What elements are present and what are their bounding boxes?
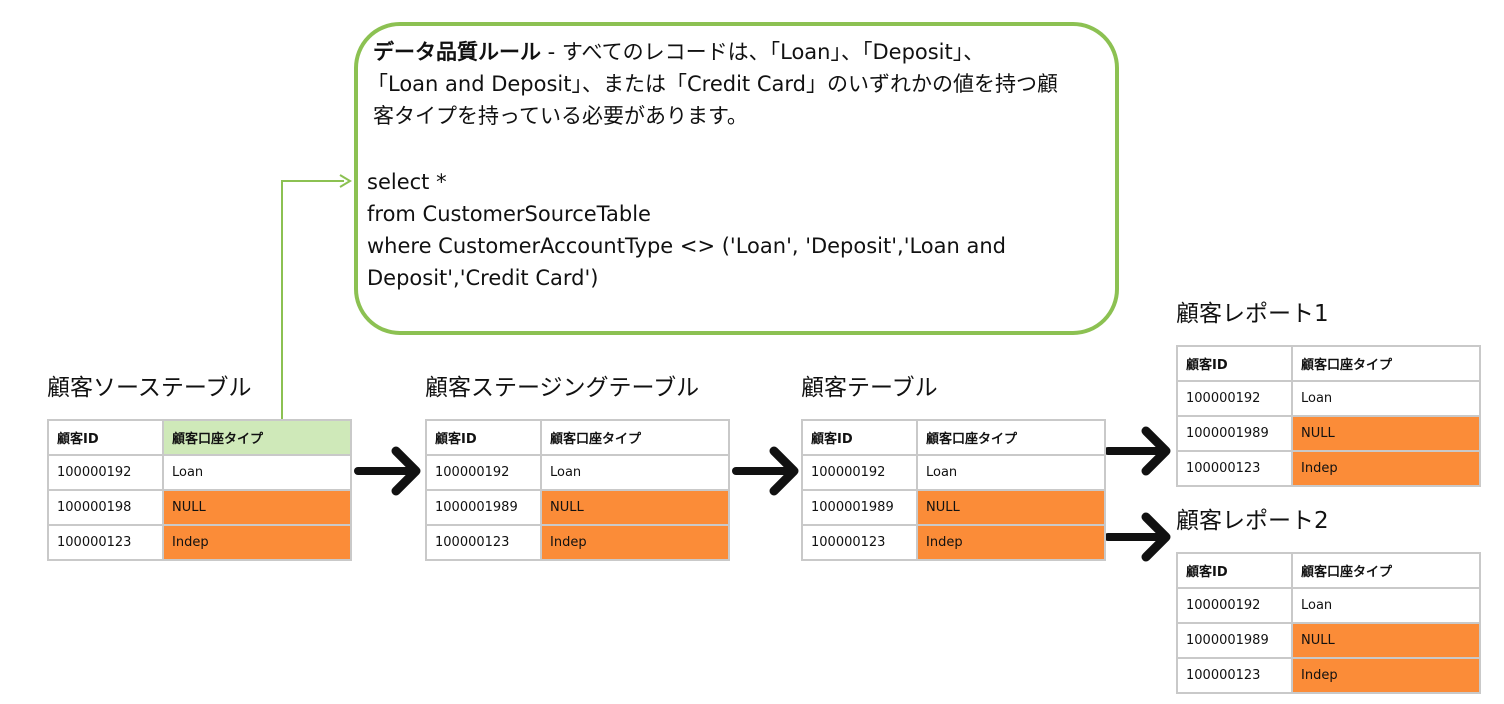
customer-id-cell: 100000198	[47, 489, 164, 526]
data-quality-rule-callout	[354, 22, 1119, 335]
rule-title: データ品質ルール	[373, 40, 541, 64]
customer-id-cell: 100000123	[425, 524, 542, 561]
sql-line: Deposit','Credit Card')	[367, 266, 599, 290]
report1-table: 顧客ID 顧客口座タイプ 100000192 Loan 1000001989 N…	[1176, 345, 1481, 487]
table-row: 1000001989 NULL	[1176, 415, 1481, 452]
invalid-account-type-cell: Indep	[540, 524, 730, 561]
source-table-title: 顧客ソーステーブル	[47, 375, 252, 401]
col-header-account-type: 顧客口座タイプ	[540, 419, 730, 456]
col-header-customer-id: 顧客ID	[1176, 345, 1293, 382]
invalid-account-type-cell: Indep	[162, 524, 352, 561]
table-row: 100000192 Loan	[425, 454, 730, 491]
table-header-row: 顧客ID 顧客口座タイプ	[1176, 552, 1481, 589]
sql-query: select * from CustomerSourceTable where …	[367, 166, 1109, 294]
table-row: 100000192 Loan	[801, 454, 1106, 491]
invalid-account-type-cell: NULL	[540, 489, 730, 526]
account-type-cell: Loan	[916, 454, 1106, 491]
account-type-cell: Loan	[1291, 380, 1481, 417]
flow-arrow-to-report1	[1104, 426, 1171, 476]
invalid-account-type-cell: NULL	[1291, 415, 1481, 452]
table-row: 100000123 Indep	[425, 524, 730, 561]
rule-line: 「Loan and Deposit」、または「Credit Card」のいずれか…	[367, 72, 1058, 96]
table-row: 1000001989 NULL	[1176, 622, 1481, 659]
staging-table-title: 顧客ステージングテーブル	[425, 375, 700, 401]
flow-arrow-staging-to-customer	[732, 446, 799, 496]
sql-line: from CustomerSourceTable	[367, 202, 651, 226]
account-type-cell: Loan	[540, 454, 730, 491]
customer-id-cell: 100000123	[47, 524, 164, 561]
invalid-account-type-cell: NULL	[1291, 622, 1481, 659]
table-row: 100000192 Loan	[1176, 380, 1481, 417]
table-row: 1000001989 NULL	[425, 489, 730, 526]
table-row: 100000192 Loan	[1176, 587, 1481, 624]
report2-table: 顧客ID 顧客口座タイプ 100000192 Loan 1000001989 N…	[1176, 552, 1481, 694]
table-row: 100000123 Indep	[1176, 450, 1481, 487]
col-header-customer-id: 顧客ID	[47, 419, 164, 456]
invalid-account-type-cell: Indep	[1291, 657, 1481, 694]
customer-id-cell: 1000001989	[425, 489, 542, 526]
table-header-row: 顧客ID 顧客口座タイプ	[47, 419, 352, 456]
flow-arrow-source-to-staging	[354, 446, 421, 496]
source-table: 顧客ID 顧客口座タイプ 100000192 Loan 100000198 NU…	[47, 419, 352, 561]
report1-title: 顧客レポート1	[1176, 301, 1329, 327]
table-row: 100000123 Indep	[47, 524, 352, 561]
customer-table-title: 顧客テーブル	[801, 375, 938, 401]
customer-id-cell: 1000001989	[1176, 622, 1293, 659]
table-row: 100000198 NULL	[47, 489, 352, 526]
table-row: 1000001989 NULL	[801, 489, 1106, 526]
customer-id-cell: 100000192	[1176, 380, 1293, 417]
invalid-account-type-cell: NULL	[162, 489, 352, 526]
customer-table: 顧客ID 顧客口座タイプ 100000192 Loan 1000001989 N…	[801, 419, 1106, 561]
table-header-row: 顧客ID 顧客口座タイプ	[425, 419, 730, 456]
customer-id-cell: 100000123	[1176, 450, 1293, 487]
sql-line: select *	[367, 170, 447, 194]
col-header-account-type: 顧客口座タイプ	[1291, 345, 1481, 382]
customer-id-cell: 100000192	[47, 454, 164, 491]
customer-id-cell: 100000123	[801, 524, 918, 561]
rule-line: 客タイプを持っている必要があります。	[373, 104, 748, 128]
sql-line: where CustomerAccountType <> ('Loan', 'D…	[367, 234, 1007, 258]
col-header-account-type: 顧客口座タイプ	[162, 419, 352, 456]
customer-id-cell: 1000001989	[1176, 415, 1293, 452]
col-header-account-type: 顧客口座タイプ	[1291, 552, 1481, 589]
flow-arrow-to-report2	[1104, 512, 1171, 562]
customer-id-cell: 100000123	[1176, 657, 1293, 694]
customer-id-cell: 100000192	[1176, 587, 1293, 624]
customer-id-cell: 100000192	[801, 454, 918, 491]
data-quality-rule-text: データ品質ルール - すべてのレコードは、「Loan」、「Deposit」、 「…	[367, 36, 1109, 132]
customer-id-cell: 1000001989	[801, 489, 918, 526]
col-header-customer-id: 顧客ID	[425, 419, 542, 456]
table-header-row: 顧客ID 顧客口座タイプ	[1176, 345, 1481, 382]
col-header-account-type: 顧客口座タイプ	[916, 419, 1106, 456]
report2-title: 顧客レポート2	[1176, 508, 1329, 534]
table-row: 100000192 Loan	[47, 454, 352, 491]
invalid-account-type-cell: Indep	[916, 524, 1106, 561]
col-header-customer-id: 顧客ID	[1176, 552, 1293, 589]
connector-line	[281, 180, 344, 419]
invalid-account-type-cell: Indep	[1291, 450, 1481, 487]
col-header-customer-id: 顧客ID	[801, 419, 918, 456]
rule-connector	[281, 174, 352, 419]
connector-arrowhead	[339, 174, 352, 188]
customer-id-cell: 100000192	[425, 454, 542, 491]
staging-table: 顧客ID 顧客口座タイプ 100000192 Loan 1000001989 N…	[425, 419, 730, 561]
rule-line: - すべてのレコードは、「Loan」、「Deposit」、	[541, 40, 985, 64]
table-row: 100000123 Indep	[1176, 657, 1481, 694]
invalid-account-type-cell: NULL	[916, 489, 1106, 526]
table-header-row: 顧客ID 顧客口座タイプ	[801, 419, 1106, 456]
account-type-cell: Loan	[1291, 587, 1481, 624]
account-type-cell: Loan	[162, 454, 352, 491]
table-row: 100000123 Indep	[801, 524, 1106, 561]
